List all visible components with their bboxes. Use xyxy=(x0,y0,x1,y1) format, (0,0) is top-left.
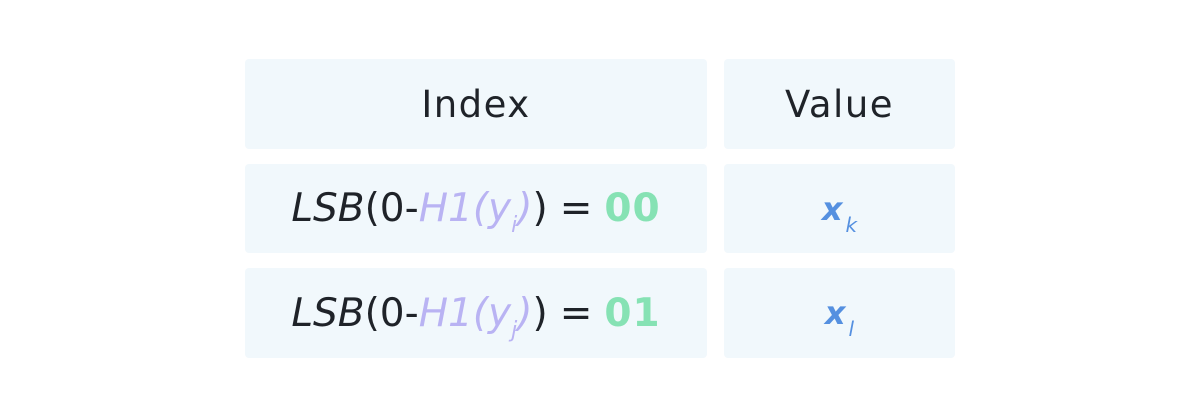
formula-close-paren: ) xyxy=(532,186,548,231)
table-row-value-cell: x k xyxy=(724,164,955,253)
value-variable: x xyxy=(824,294,846,332)
formula-open-paren: ( xyxy=(364,290,380,336)
value-subscript: k xyxy=(845,212,858,237)
table-row-index-cell: LSB ( 0- H1(y i ) ) = 00 xyxy=(245,164,707,253)
formula-open-paren: ( xyxy=(364,186,380,231)
formula-bits: 01 xyxy=(604,290,661,336)
formula-hash-close: ) xyxy=(517,186,533,231)
table-row-index-cell: LSB ( 0- H1(y j ) ) = 01 xyxy=(245,268,707,358)
lookup-table: Index Value LSB ( 0- H1(y i ) ) = 00 x k… xyxy=(245,59,955,358)
table-row-value-cell: x l xyxy=(724,268,955,358)
formula-hash-subscript: i xyxy=(511,213,518,238)
index-formula: LSB ( 0- H1(y j ) ) = 01 xyxy=(291,290,661,342)
value-variable: x xyxy=(821,189,843,228)
formula-equals: = xyxy=(559,186,593,231)
formula-zero-dash: 0- xyxy=(379,186,419,231)
formula-hash: H1(y xyxy=(418,290,512,336)
formula-bits: 00 xyxy=(604,186,661,231)
formula-hash-subscript: j xyxy=(511,317,518,343)
formula-hash: H1(y xyxy=(418,186,512,231)
header-cell-index: Index xyxy=(245,59,707,149)
value-subscript: l xyxy=(848,317,855,341)
formula-equals: = xyxy=(559,290,593,336)
header-value-label: Value xyxy=(784,82,895,126)
formula-function: LSB xyxy=(291,186,365,231)
value-expression: x k xyxy=(821,189,857,237)
formula-function: LSB xyxy=(291,290,365,336)
header-index-label: Index xyxy=(421,82,531,126)
value-expression: x l xyxy=(824,294,854,341)
formula-hash-close: ) xyxy=(517,290,533,336)
header-cell-value: Value xyxy=(724,59,955,149)
formula-close-paren: ) xyxy=(532,290,548,336)
formula-zero-dash: 0- xyxy=(379,290,419,336)
index-formula: LSB ( 0- H1(y i ) ) = 00 xyxy=(291,186,661,237)
